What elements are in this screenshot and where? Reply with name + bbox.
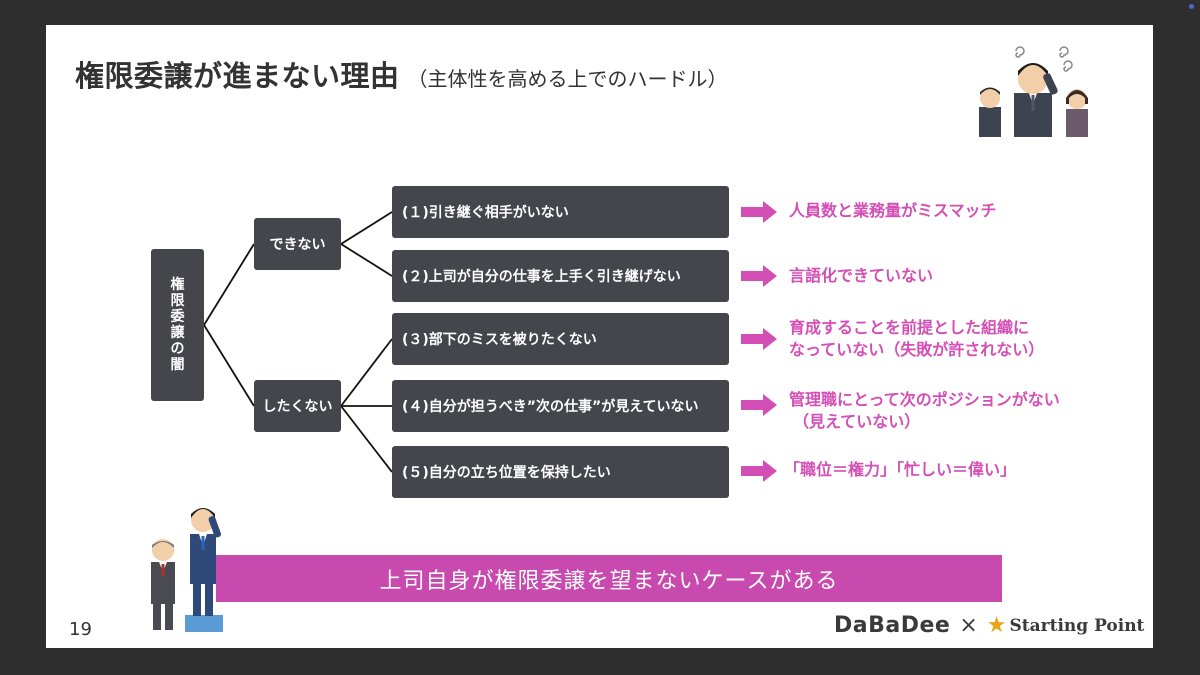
arrow-right-icon xyxy=(741,394,777,416)
reason-box-3: (３)部下のミスを被りたくない xyxy=(392,313,729,365)
slide-title: 権限委譲が進まない理由 （主体性を高める上でのハードル） xyxy=(75,53,728,95)
root-char: 委 xyxy=(170,309,185,325)
result-5: 「職位＝権力」「忙しい＝偉い」 xyxy=(784,459,1016,481)
boss-on-pedestal-illustration xyxy=(151,508,223,632)
reason-label: (２)上司が自分の仕事を上手く引き継げない xyxy=(402,269,681,285)
corner-indicator xyxy=(1189,4,1194,9)
starting-point-logo: Starting Point xyxy=(1009,615,1145,636)
reason-label: (４)自分が担うべき”次の仕事”が見えていない xyxy=(402,399,699,415)
footer-logos: DaBaDee × ★ Starting Point xyxy=(834,613,1144,638)
reason-label: (５)自分の立ち位置を保持したい xyxy=(402,465,611,481)
branch-unwilling-label: したくない xyxy=(262,399,333,415)
result-2: 言語化できていない xyxy=(789,265,933,287)
reason-label: (１)引き継ぐ相手がいない xyxy=(402,205,569,221)
reason-label: (３)部下のミスを被りたくない xyxy=(402,332,597,348)
result-line: 人員数と業務量がミスマッチ xyxy=(789,201,997,220)
arrow-right-icon xyxy=(741,265,777,287)
slide: 権限委譲が進まない理由（主体性を高める上でのハードル） 権 限 委 譲 の 闇 … xyxy=(46,25,1153,648)
banner-text: 上司自身が権限委譲を望まないケースがある xyxy=(379,568,839,594)
result-3: 育成することを前提とした組織に なっていない（失敗が許されない） xyxy=(789,317,1044,361)
result-line: 言語化できていない xyxy=(789,266,934,285)
reason-box-1: (１)引き継ぐ相手がいない xyxy=(392,186,729,238)
root-char: 権 xyxy=(170,277,185,293)
result-line: なっていない（失敗が許されない） xyxy=(789,340,1045,359)
conclusion-banner: 上司自身が権限委譲を望まないケースがある xyxy=(216,555,1002,602)
reason-box-4: (４)自分が担うべき”次の仕事”が見えていない xyxy=(392,380,729,432)
result-line: 「職位＝権力」「忙しい＝偉い」 xyxy=(784,460,1017,479)
root-char: 限 xyxy=(170,293,185,309)
branch-cannot-label: できない xyxy=(269,237,326,253)
arrow-right-icon xyxy=(741,460,777,482)
arrow-right-icon xyxy=(741,201,777,223)
root-char: 闇 xyxy=(170,357,185,373)
branch-unwilling: したくない xyxy=(254,380,341,432)
root-box-darkness-of-delegation: 権 限 委 譲 の 闇 xyxy=(151,249,204,401)
star-icon: ★ xyxy=(986,613,1007,638)
result-line: 管理職にとって次のポジションがない xyxy=(789,390,1060,409)
result-line: 育成することを前提とした組織に xyxy=(789,318,1030,337)
troubled-workers-illustration xyxy=(979,46,1088,137)
collaboration-cross: × xyxy=(959,613,978,638)
title-subtitle: （主体性を高める上でのハードル） xyxy=(407,67,728,91)
dabadee-logo: DaBaDee xyxy=(834,613,951,638)
reason-box-5: (５)自分の立ち位置を保持したい xyxy=(392,446,729,498)
title-main: 権限委譲が進まない理由 xyxy=(75,59,400,93)
root-char: 譲 xyxy=(170,325,185,341)
root-char: の xyxy=(170,341,185,357)
reason-box-2: (２)上司が自分の仕事を上手く引き継げない xyxy=(392,250,729,302)
tree-connectors xyxy=(203,211,393,473)
result-line: （見えていない） xyxy=(793,412,921,431)
arrow-right-icon xyxy=(741,328,777,350)
result-4: 管理職にとって次のポジションがない （見えていない） xyxy=(789,389,1060,433)
page-number: 19 xyxy=(69,619,92,640)
branch-cannot: できない xyxy=(254,218,341,270)
result-1: 人員数と業務量がミスマッチ xyxy=(789,200,997,222)
